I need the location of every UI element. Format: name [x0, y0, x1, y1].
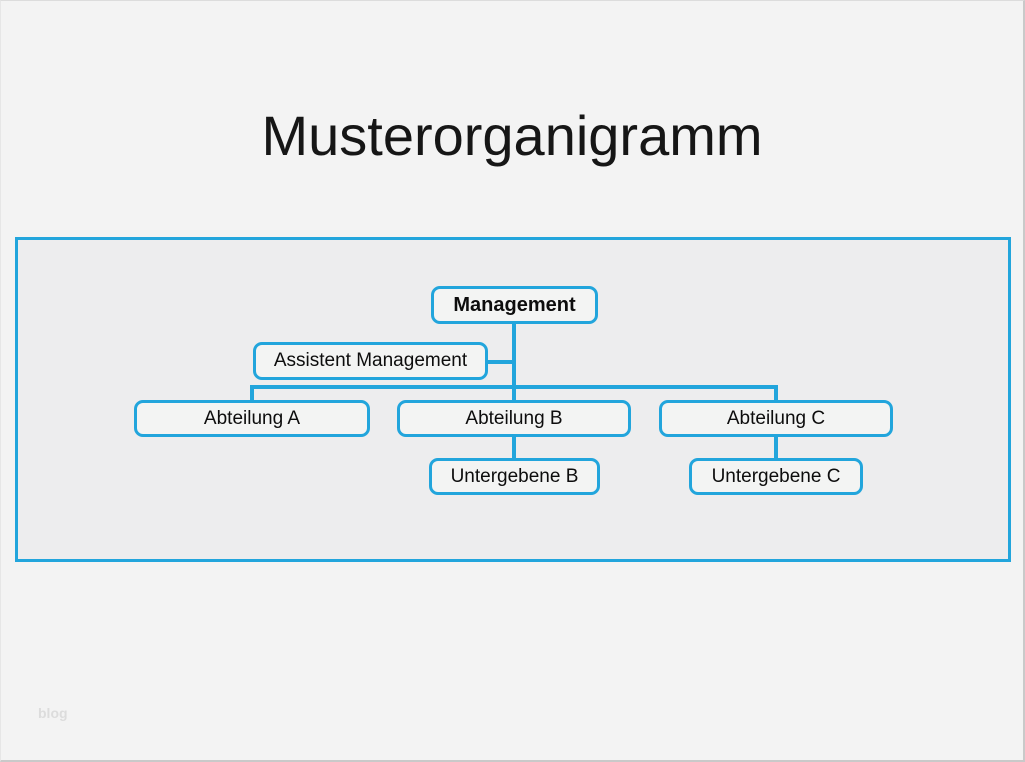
connector-assistent-to-main-line	[487, 360, 514, 364]
watermark-text: blog	[38, 705, 68, 721]
org-node-abteilung-c: Abteilung C	[659, 400, 893, 437]
connector-branch-to-abteilung-c	[774, 385, 778, 402]
page-title: Musterorganigramm	[261, 103, 763, 167]
org-node-abteilung-a: Abteilung A	[134, 400, 370, 437]
connector-branch-horizontal	[250, 385, 778, 389]
connector-management-to-branch	[512, 323, 516, 403]
connector-abteilung-b-to-untergebene-b	[512, 436, 516, 460]
connector-branch-to-abteilung-a	[250, 385, 254, 402]
org-node-assistent-management: Assistent Management	[253, 342, 488, 380]
org-node-abteilung-b: Abteilung B	[397, 400, 631, 437]
org-node-management: Management	[431, 286, 598, 324]
org-node-untergebene-b: Untergebene B	[429, 458, 600, 495]
connector-abteilung-c-to-untergebene-c	[774, 436, 778, 460]
org-node-untergebene-c: Untergebene C	[689, 458, 863, 495]
